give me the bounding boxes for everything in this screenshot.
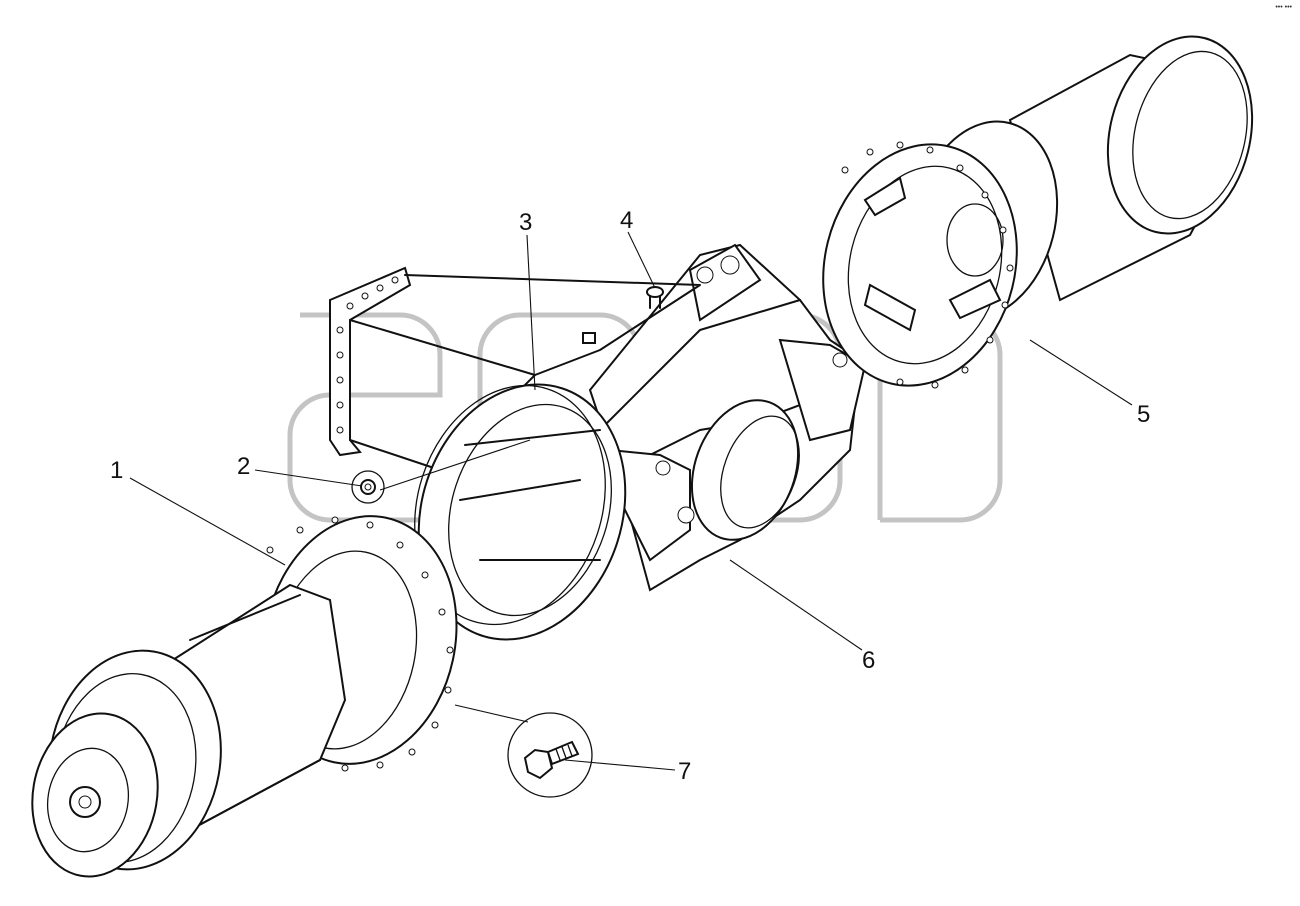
mounting-bracket	[329, 266, 701, 471]
hex-bolt-part-7	[507, 712, 593, 798]
housing-flange-ring	[414, 383, 627, 641]
leader-line-2	[254, 469, 363, 487]
bracket-bolt	[582, 332, 596, 344]
bracket-holes	[336, 276, 399, 434]
leader-line-4	[627, 231, 656, 289]
leader-line-3	[526, 234, 536, 391]
leader-line-7	[564, 759, 676, 771]
axle-housing	[588, 243, 867, 592]
bolt-part-4	[646, 286, 664, 309]
washer-part-2	[351, 470, 385, 504]
left-hub-bolt-holes	[266, 516, 454, 772]
callout-1: 1	[110, 457, 123, 484]
leader-line-1	[129, 477, 286, 566]
callout-4: 4	[620, 207, 633, 234]
leader-line-5	[1029, 339, 1133, 406]
callout-2: 2	[237, 453, 250, 480]
callout-3: 3	[519, 209, 532, 236]
leader-line-7b	[454, 704, 529, 723]
leader-line-2b	[379, 439, 531, 491]
left-hub-assembly	[31, 515, 458, 878]
leader-lines	[129, 231, 1133, 771]
callouts: 1 2 3 4 5 6 7	[110, 207, 1150, 785]
leader-line-6	[729, 559, 863, 651]
corner-mark: ••• •••	[1275, 4, 1292, 11]
right-hub-bolt-holes	[841, 141, 1014, 389]
callout-6: 6	[862, 647, 875, 674]
right-hub-assembly	[822, 35, 1254, 389]
callout-7: 7	[678, 758, 691, 785]
callout-5: 5	[1137, 401, 1150, 428]
